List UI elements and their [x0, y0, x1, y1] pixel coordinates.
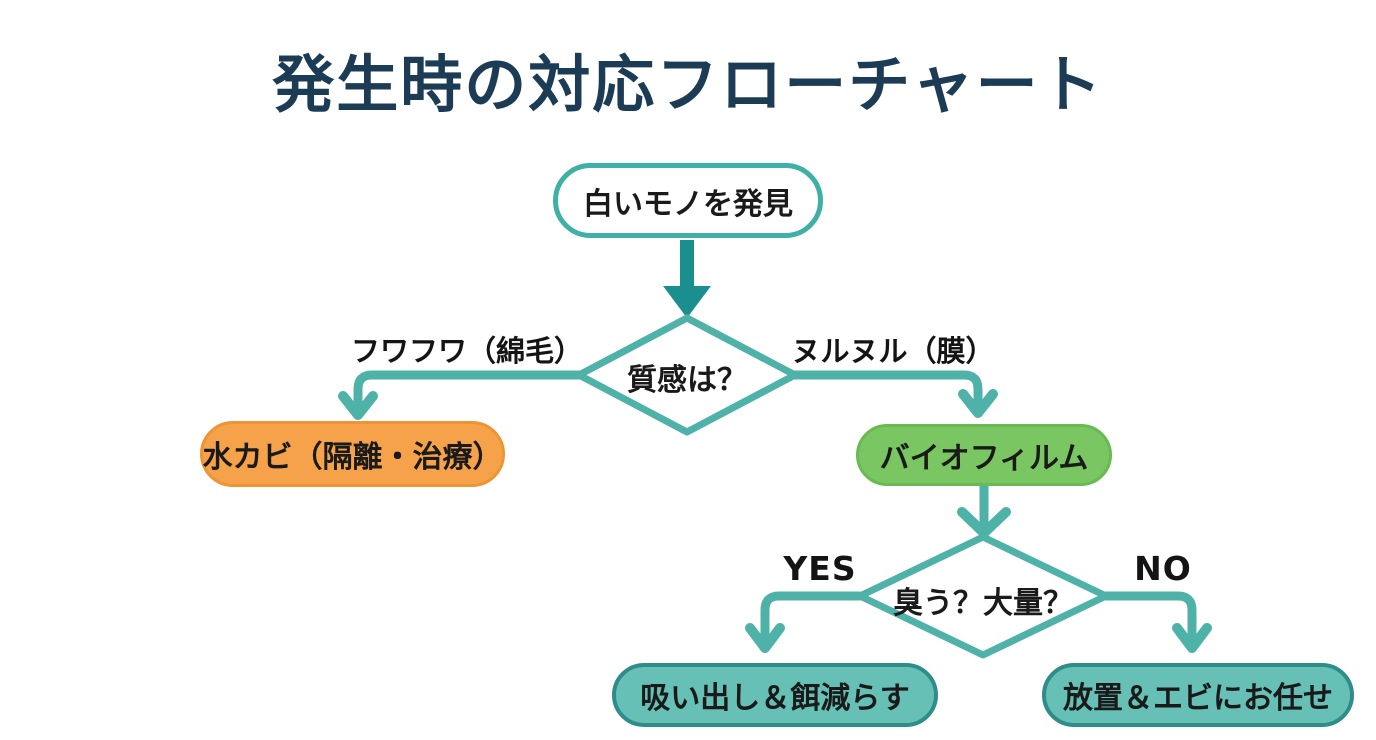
- edge-label-slimy: ヌルヌル（膜）: [791, 334, 995, 368]
- arrow-biofilm-to-smell: [957, 481, 1011, 538]
- arrow-smell-yes: [745, 591, 865, 653]
- edge-label-fluffy: フワフワ（綿毛）: [350, 334, 583, 368]
- node-start: 白いモノを発見: [553, 163, 823, 238]
- arrow-texture-to-biofilm: [790, 370, 998, 418]
- page-title: 発生時の対応フローチャート: [272, 48, 1104, 121]
- arrow-start-to-texture: [663, 240, 711, 318]
- node-suction: 吸い出し＆餌減らす: [612, 663, 938, 727]
- arrow-smell-no: [1101, 591, 1212, 653]
- node-suction-label: 吸い出し＆餌減らす: [640, 681, 910, 716]
- edge-label-no: NO: [1134, 549, 1192, 588]
- decision-texture-diamond: [575, 314, 799, 436]
- edge-label-yes: YES: [783, 549, 857, 588]
- node-mold: 水カビ（隔離・治療）: [200, 421, 505, 487]
- node-leave: 放置＆エビにお任せ: [1042, 663, 1354, 727]
- decision-smell-label: 臭う？大量？: [893, 586, 1073, 621]
- node-start-label: 白いモノを発見: [583, 186, 793, 222]
- node-leave-label: 放置＆エビにお任せ: [1063, 681, 1333, 716]
- arrow-texture-to-mold: [338, 370, 584, 420]
- node-biofilm: バイオフィルム: [856, 424, 1112, 486]
- node-biofilm-label: バイオフィルム: [879, 441, 1089, 476]
- node-mold-label: 水カビ（隔離・治療）: [202, 440, 503, 475]
- decision-texture-label: 質感は？: [627, 363, 747, 398]
- decision-smell-diamond: [856, 533, 1110, 659]
